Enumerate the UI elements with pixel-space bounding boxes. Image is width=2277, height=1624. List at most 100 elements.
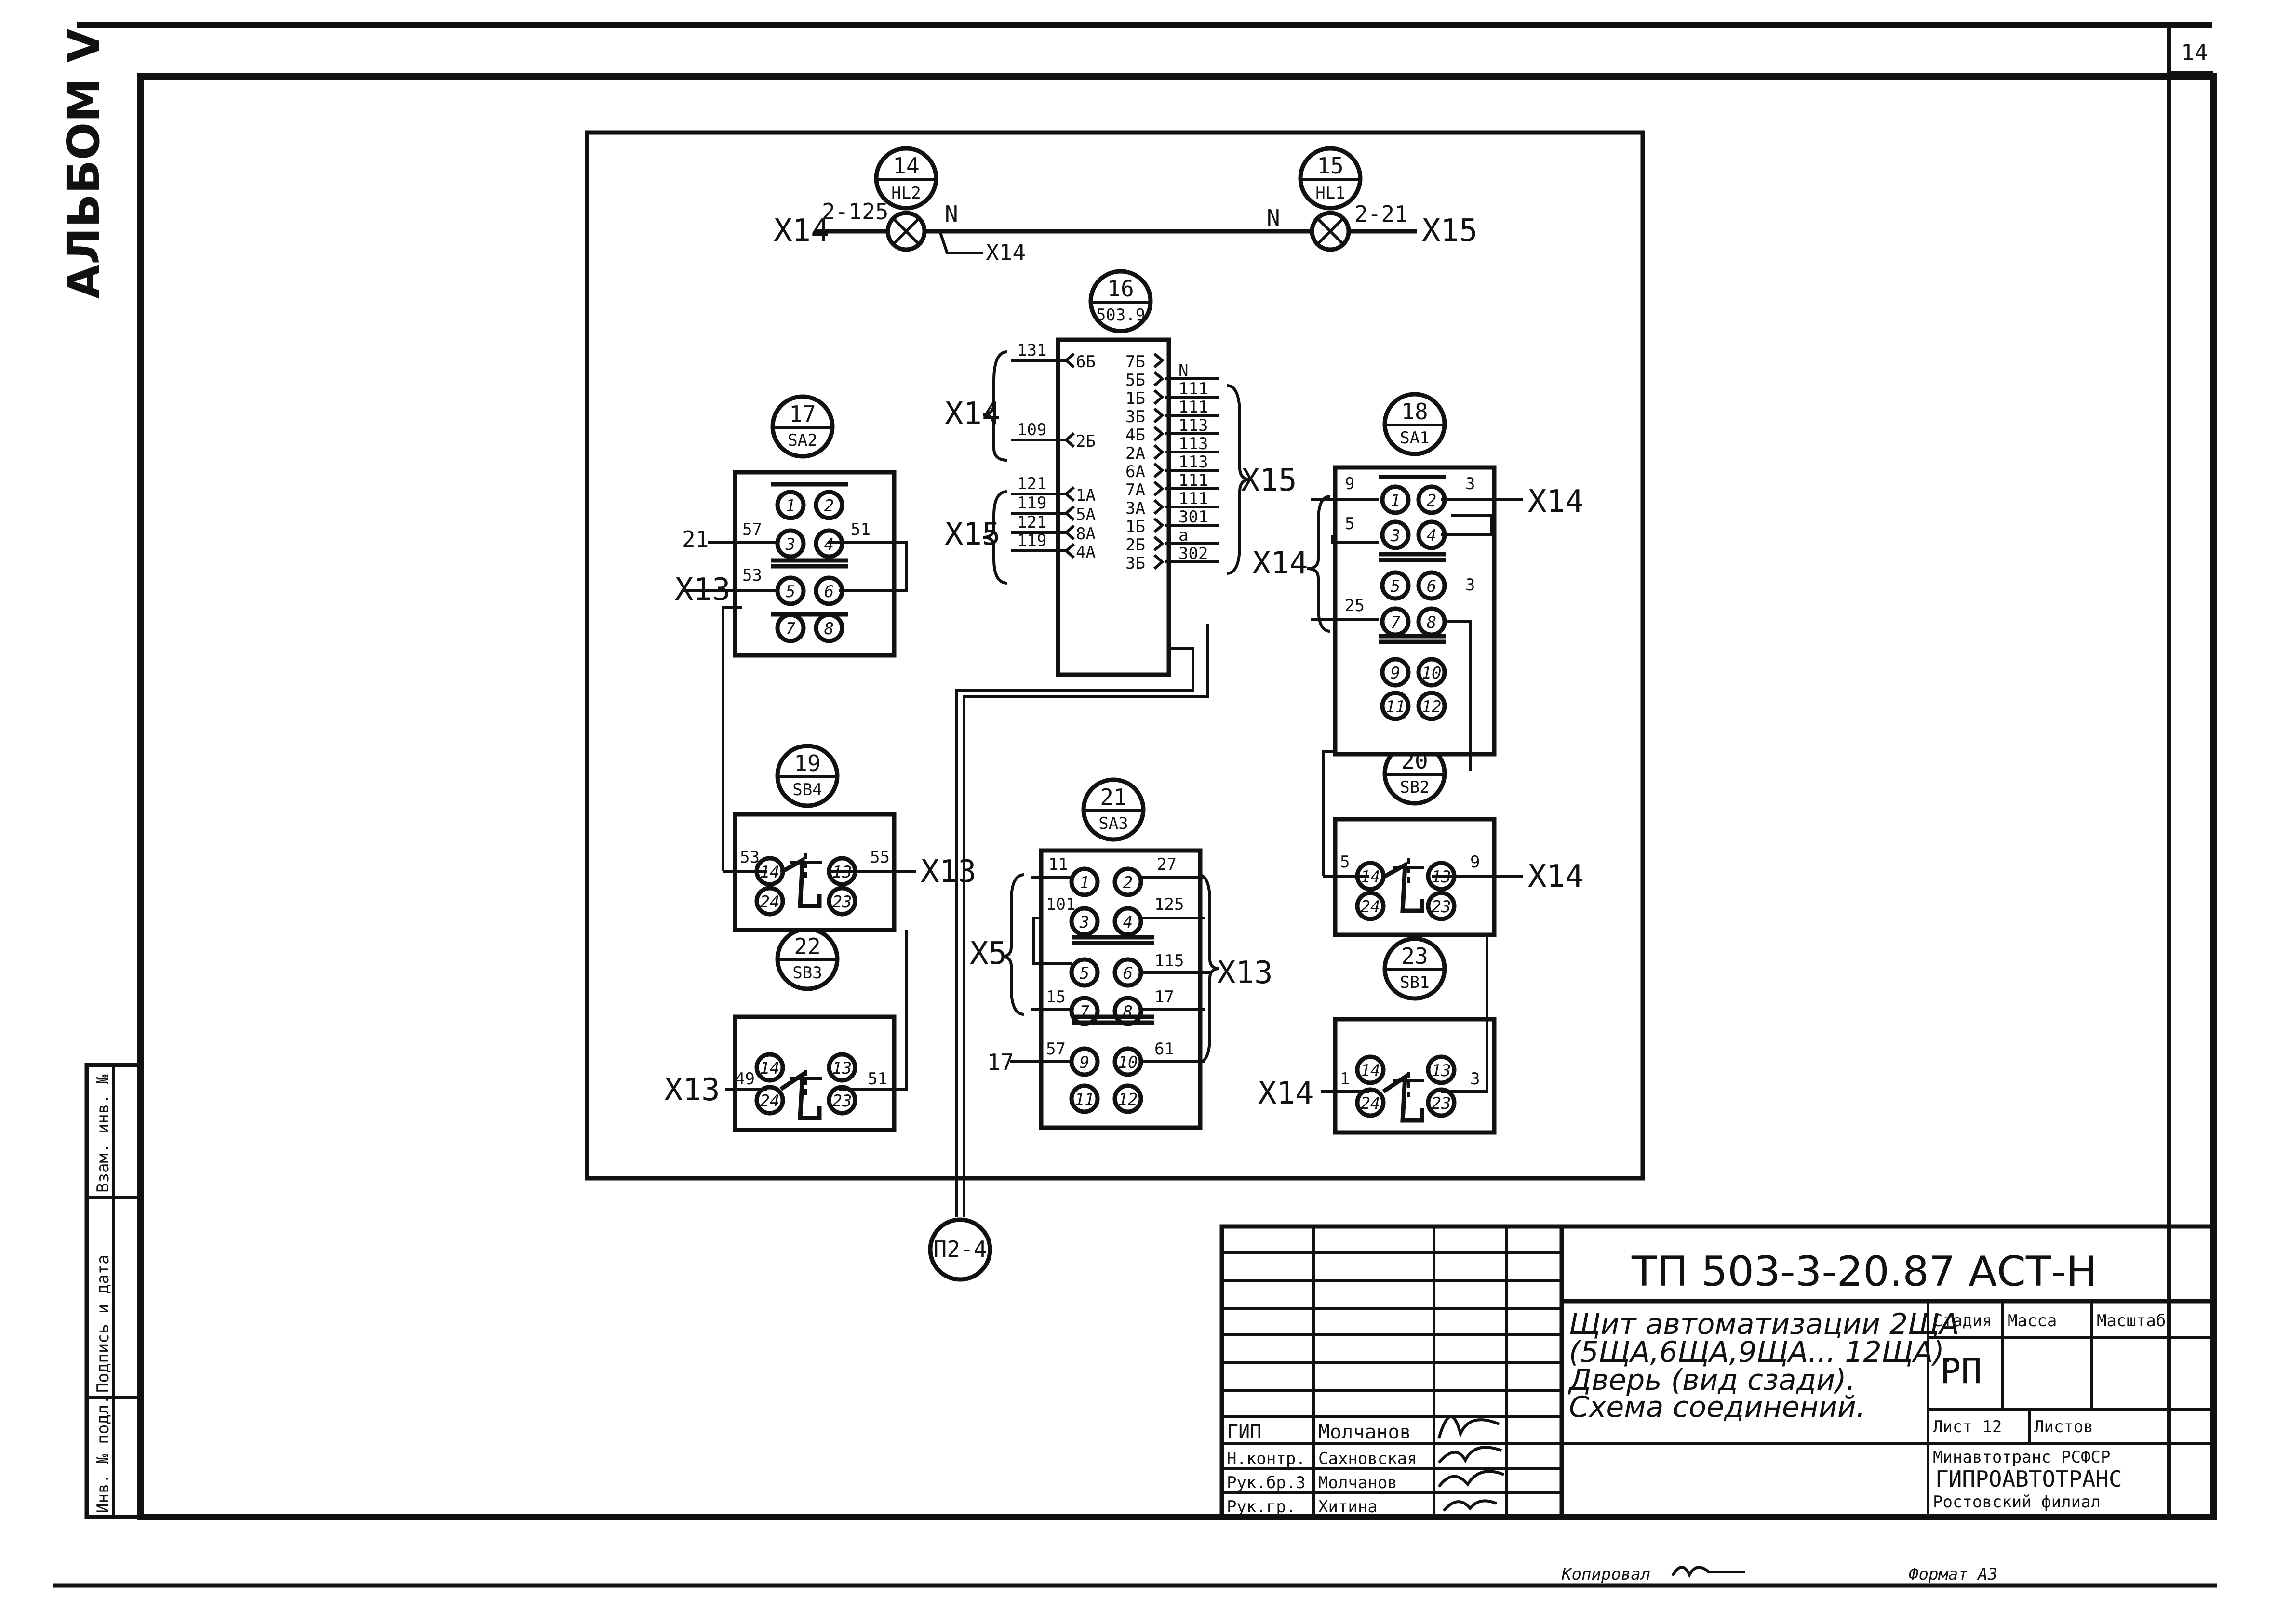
sa3-terminal: 11 (1069, 1083, 1100, 1114)
sa1-terminal: 12 (1416, 691, 1447, 721)
lamp-left-bus: X14 (774, 213, 830, 249)
sheets-label: Листов (2034, 1417, 2093, 1437)
svg-text:13: 13 (832, 1059, 852, 1078)
lamp-hl2-icon (885, 211, 927, 252)
svg-text:4: 4 (1427, 526, 1436, 546)
sa2-wire-left-top: 21 (682, 526, 709, 552)
lamp-right-wire: 2-21 (1354, 201, 1408, 227)
pin-chevron-icon (1153, 535, 1165, 552)
col-header-scale: Масштаб (2097, 1311, 2166, 1331)
connector-left-wire: 119 (1017, 531, 1046, 550)
sa3-bus-left: 17 (987, 1049, 1014, 1075)
bubble-sb3: 22 SB3 (775, 927, 840, 991)
sb4-wire-left: 53 (740, 848, 760, 867)
connector-left-group-x14: X14 (945, 396, 1001, 432)
sb1-terminal: 14 (1355, 1054, 1386, 1085)
svg-text:24: 24 (1361, 897, 1380, 917)
cable-to-p24-b (955, 647, 1194, 1217)
sa2-wire-out-top: 51 (851, 520, 871, 539)
sa3-wire-r4: 17 (1154, 987, 1174, 1007)
connector-right-pin: 4Б (1125, 426, 1145, 445)
copied-by-label: Копировал (1561, 1565, 1650, 1584)
pin-chevron-icon (1064, 505, 1075, 521)
sb2-bus-right: X14 (1528, 859, 1584, 894)
role-4: Рук.гр. (1227, 1497, 1296, 1517)
bubble-hl2: 14 HL2 (874, 146, 938, 211)
sa1-terminal: 9 (1380, 657, 1411, 688)
bubble-sa2-tag: SA2 (788, 431, 817, 450)
svg-text:3: 3 (785, 535, 795, 554)
sa1-terminal: 1 (1380, 484, 1411, 515)
pin-chevron-icon (1153, 371, 1165, 387)
svg-text:10: 10 (1422, 664, 1442, 683)
connector-left-pin: 5А (1076, 505, 1096, 524)
bubble-sa3-tag: SA3 (1098, 814, 1128, 833)
title-line-3: Дверь (вид сзади). (1567, 1363, 1856, 1397)
connector-left-wire: 121 (1017, 513, 1046, 532)
connector-right-pin: 1Б (1125, 389, 1145, 408)
connector-right-pin: 3Б (1125, 554, 1145, 573)
sb4-bus-right: X13 (921, 854, 977, 890)
sa3-terminal: 12 (1112, 1083, 1143, 1114)
sa1-terminal: 8 (1416, 606, 1447, 637)
sb2-terminal: 24 (1355, 891, 1386, 921)
sb1-terminal: 24 (1355, 1087, 1386, 1118)
bubble-hl1-num: 15 (1317, 153, 1343, 179)
pin-chevron-icon (1064, 524, 1075, 541)
connector-right-wire: 302 (1179, 544, 1208, 563)
sa1-wire-top-right: 3 (1465, 474, 1475, 493)
sb3-wire-left: 49 (735, 1069, 755, 1089)
svg-text:5: 5 (1391, 577, 1400, 596)
sa3-terminal: 1 (1069, 866, 1100, 897)
svg-text:23: 23 (832, 1092, 852, 1111)
bubble-p24: П2-4 (928, 1217, 992, 1282)
col-header-stage: Стадия (1933, 1311, 1992, 1331)
name-1: Молчанов (1318, 1421, 1411, 1443)
sa3-terminal: 2 (1112, 866, 1143, 897)
bubble-sa2-num: 17 (789, 401, 816, 427)
connector-right-wire: 301 (1179, 507, 1208, 527)
stamp-replace-label: Взам. инв. № (94, 1074, 113, 1193)
bubble-sb4: 19 SB4 (775, 744, 840, 808)
svg-text:24: 24 (760, 1092, 780, 1111)
svg-text:3: 3 (1079, 913, 1089, 932)
sa1-terminal: 10 (1416, 657, 1447, 688)
org-line-2: ГИПРОАВТОТРАНС (1935, 1466, 2122, 1492)
sb2-wire-left: 5 (1340, 852, 1350, 872)
connector-right-group-x15: X15 (1241, 463, 1297, 498)
pin-chevron-icon (1153, 462, 1165, 479)
svg-text:14: 14 (1361, 1061, 1380, 1080)
svg-text:5: 5 (1080, 964, 1089, 983)
format-label: Формат А3 (1909, 1565, 1997, 1584)
connector-right-wire: N (1179, 361, 1188, 380)
sa2-wire-in-top: 57 (742, 520, 762, 539)
sa1-terminal: 7 (1380, 606, 1411, 637)
sa1-terminal: 5 (1380, 570, 1411, 601)
bubble-sa1-tag: SA1 (1400, 428, 1429, 448)
svg-text:4: 4 (824, 535, 834, 554)
p24-tag: П2-4 (934, 1236, 987, 1262)
outer-frame (137, 73, 2217, 1520)
sa3-terminal: 5 (1069, 957, 1100, 988)
sa2-bus-left: X13 (675, 572, 731, 608)
sb3-terminal: 13 (827, 1052, 857, 1083)
sa1-terminal: 11 (1380, 691, 1411, 721)
pin-chevron-icon (1064, 486, 1075, 502)
sa1-bus-right: X14 (1528, 484, 1584, 519)
title-line-4: Схема соединений. (1569, 1390, 1865, 1424)
bubble-sb1-tag: SB1 (1400, 973, 1429, 992)
sa3-terminal: 8 (1112, 996, 1143, 1026)
bubble-sb1: 23 SB1 (1382, 936, 1447, 1001)
bubble-sb3-tag: SB3 (792, 963, 822, 983)
signature-1 (1437, 1415, 1500, 1439)
stamp-inv-label: Инв. № подл. (94, 1395, 113, 1513)
org-line-1: Минавтотранс РСФСР (1933, 1448, 2110, 1467)
bubble-503-num: 16 (1107, 276, 1134, 302)
pin-chevron-icon (1153, 389, 1165, 405)
svg-text:11: 11 (1075, 1090, 1095, 1109)
